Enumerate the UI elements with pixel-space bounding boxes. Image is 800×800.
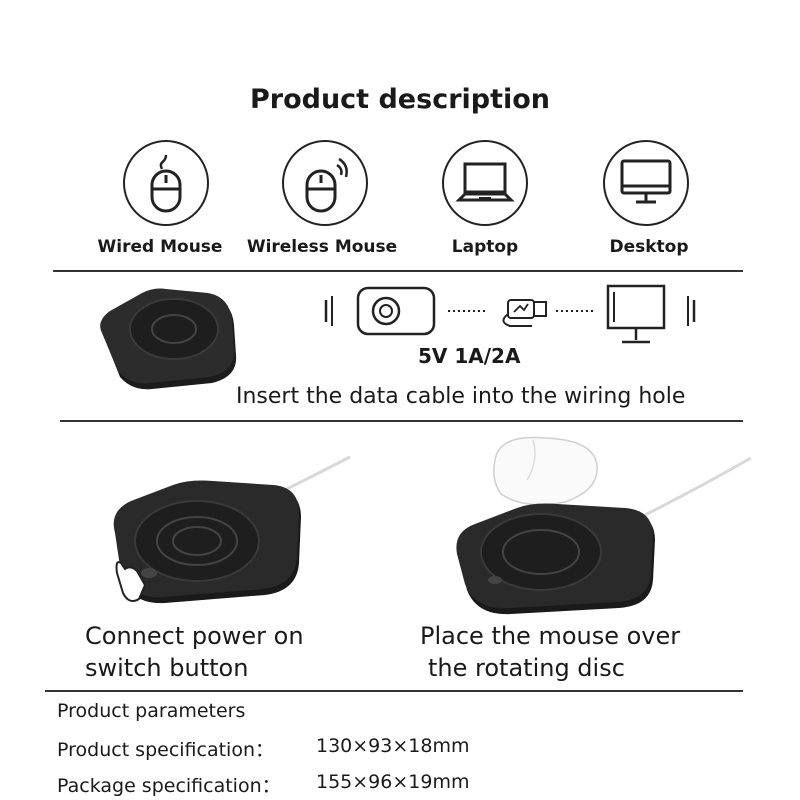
caption-line: switch button <box>85 654 249 682</box>
device-label-wired-mouse: Wired Mouse <box>97 237 223 257</box>
step-power-image <box>105 445 355 619</box>
product-image <box>92 285 242 399</box>
step-place-mouse-image <box>455 430 755 624</box>
desktop-icon <box>603 140 689 226</box>
laptop-icon <box>442 140 528 226</box>
power-rating: 5V 1A/2A <box>418 344 521 368</box>
param-label-product: Product specification： <box>57 739 275 761</box>
wired-mouse-icon <box>123 140 209 226</box>
page-title: Product description <box>249 84 551 115</box>
step-caption-power: Connect power on switch button <box>85 620 304 684</box>
device-label-desktop: Desktop <box>609 237 689 257</box>
divider <box>60 420 743 422</box>
divider <box>53 270 743 272</box>
device-label-wireless-mouse: Wireless Mouse <box>246 237 398 257</box>
divider <box>45 690 743 692</box>
param-label-package: Package specification： <box>57 775 281 797</box>
device-label-laptop: Laptop <box>451 237 519 257</box>
caption-line: Connect power on <box>85 622 304 650</box>
caption-line: the rotating disc <box>428 654 625 682</box>
param-value-package: 155×96×19mm <box>316 771 470 793</box>
wireless-mouse-icon <box>282 140 368 226</box>
caption-line: Place the mouse over <box>420 622 681 650</box>
param-value-product: 130×93×18mm <box>316 735 470 757</box>
parameters-heading: Product parameters <box>57 700 246 722</box>
step-caption-place-mouse: Place the mouse over the rotating disc <box>420 620 680 684</box>
wiring-diagram <box>318 282 708 356</box>
wiring-instruction: Insert the data cable into the wiring ho… <box>236 384 686 409</box>
